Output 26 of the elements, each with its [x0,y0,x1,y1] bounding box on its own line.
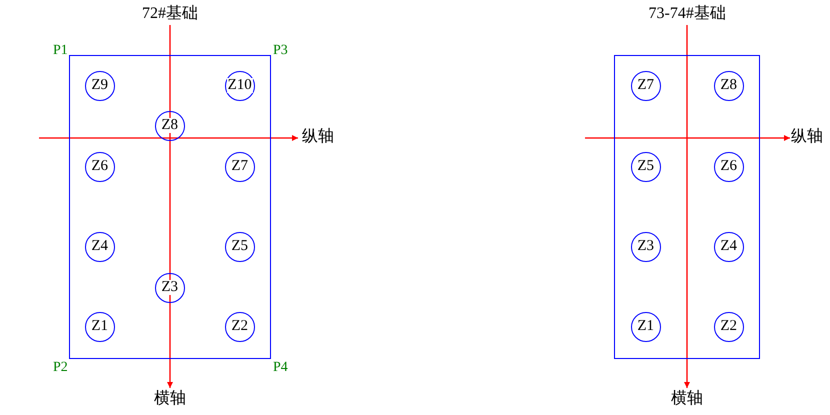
pile-circle: Z2 [224,312,255,342]
pile-circle: Z5 [630,152,661,182]
pile-circle: Z8 [714,70,744,101]
pile-circle: Z9 [84,70,115,101]
pile-circle: Z5 [224,232,255,262]
pile-circle: Z3 [154,272,185,303]
pile-circle: Z4 [84,232,115,262]
pile-circle: Z6 [714,152,744,182]
pile-circle: Z1 [84,312,115,342]
pile-circle: Z10 [224,70,255,101]
foundation-outline [614,55,760,359]
axis-label: 纵轴 [791,129,823,145]
axis-label: 横轴 [671,391,703,407]
pile-circle: Z2 [714,312,744,342]
foundation-outline [69,55,271,359]
pile-circle: Z3 [630,232,661,262]
pile-circle: Z8 [154,110,185,141]
pile-circle: Z4 [714,232,744,262]
title: 72#基础 [142,6,198,22]
title: 73-74#基础 [648,6,726,22]
axis-label: 纵轴 [302,129,334,145]
pile-circle: Z1 [630,312,661,342]
pile-circle: Z7 [224,152,255,182]
pile-circle: Z7 [630,70,661,101]
pile-circle: Z6 [84,152,115,182]
axis-label: 横轴 [154,391,186,407]
